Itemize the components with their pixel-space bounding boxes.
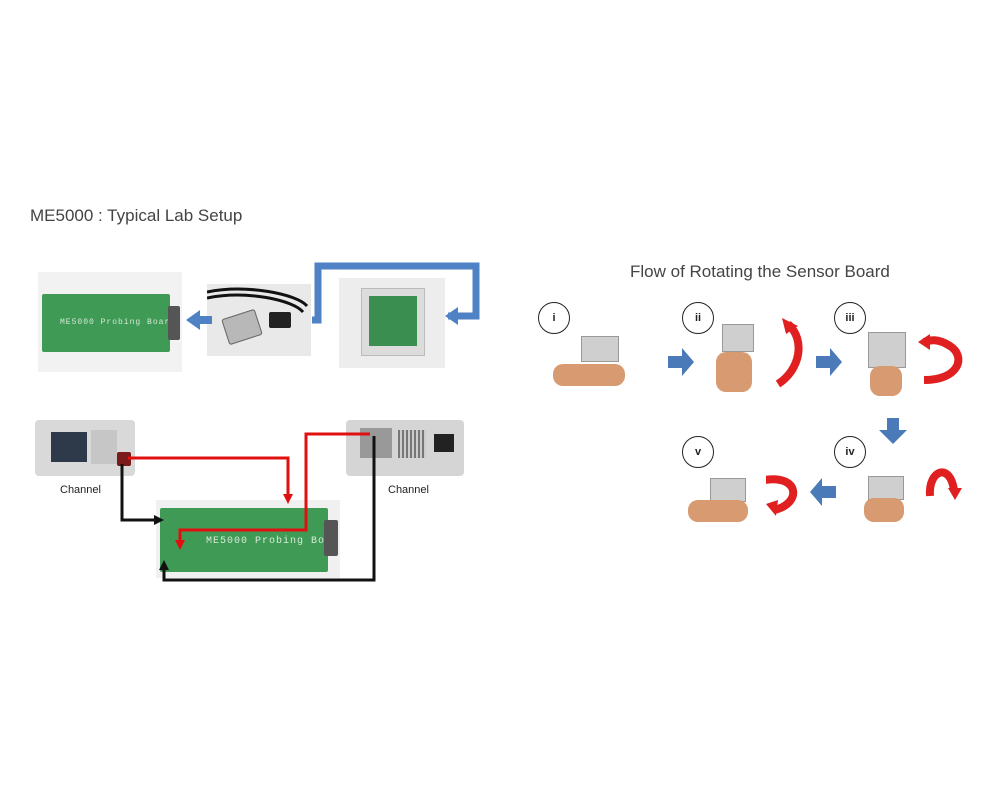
flow-arrow-4-icon — [810, 478, 836, 506]
probing-board-photo-top: ME5000 Probing Board — [38, 272, 182, 372]
board-arrow-left-icon — [186, 310, 200, 330]
step-label-v: v — [682, 436, 714, 468]
step-i-photo — [545, 330, 657, 396]
flow-arrow-1-icon — [668, 348, 694, 376]
cable-path-line — [312, 262, 480, 324]
red-wire-left — [128, 456, 290, 498]
channel-label-right: Channel — [388, 484, 429, 496]
right-section-title: Flow of Rotating the Sensor Board — [630, 262, 890, 281]
black-wire-left — [120, 464, 158, 522]
step-iii-photo — [858, 326, 916, 398]
rotation-arrow-v-icon — [763, 475, 797, 514]
cable-photo — [207, 284, 311, 356]
step-label-iv: iv — [834, 436, 866, 468]
channel-label-left: Channel — [60, 484, 101, 496]
board-label-bottom: ME5000 Probing Board — [206, 536, 340, 547]
probing-board-photo-bottom: ME5000 Probing Board — [156, 500, 340, 578]
step-label-iii: iii — [834, 302, 866, 334]
board-label-top: ME5000 Probing Board — [60, 318, 177, 327]
cable-arrow-left-icon — [445, 307, 458, 325]
red-wire-right — [178, 432, 370, 544]
rotation-arrow-iv-icon — [925, 468, 958, 497]
sensor-box-photo — [339, 278, 445, 368]
flow-arrow-2-icon — [816, 348, 842, 376]
flow-arrow-3-icon — [879, 418, 907, 444]
step-iv-photo — [856, 472, 918, 524]
left-section-title: ME5000 : Typical Lab Setup — [30, 206, 243, 225]
rotation-arrow-ii-icon — [775, 321, 803, 388]
left-instrument-photo — [35, 420, 135, 476]
black-wire-right — [162, 436, 376, 582]
step-label-ii: ii — [682, 302, 714, 334]
rotation-arrow-iii-icon — [922, 336, 963, 384]
step-ii-photo — [706, 312, 770, 396]
step-label-i: i — [538, 302, 570, 334]
step-v-photo — [686, 474, 766, 524]
